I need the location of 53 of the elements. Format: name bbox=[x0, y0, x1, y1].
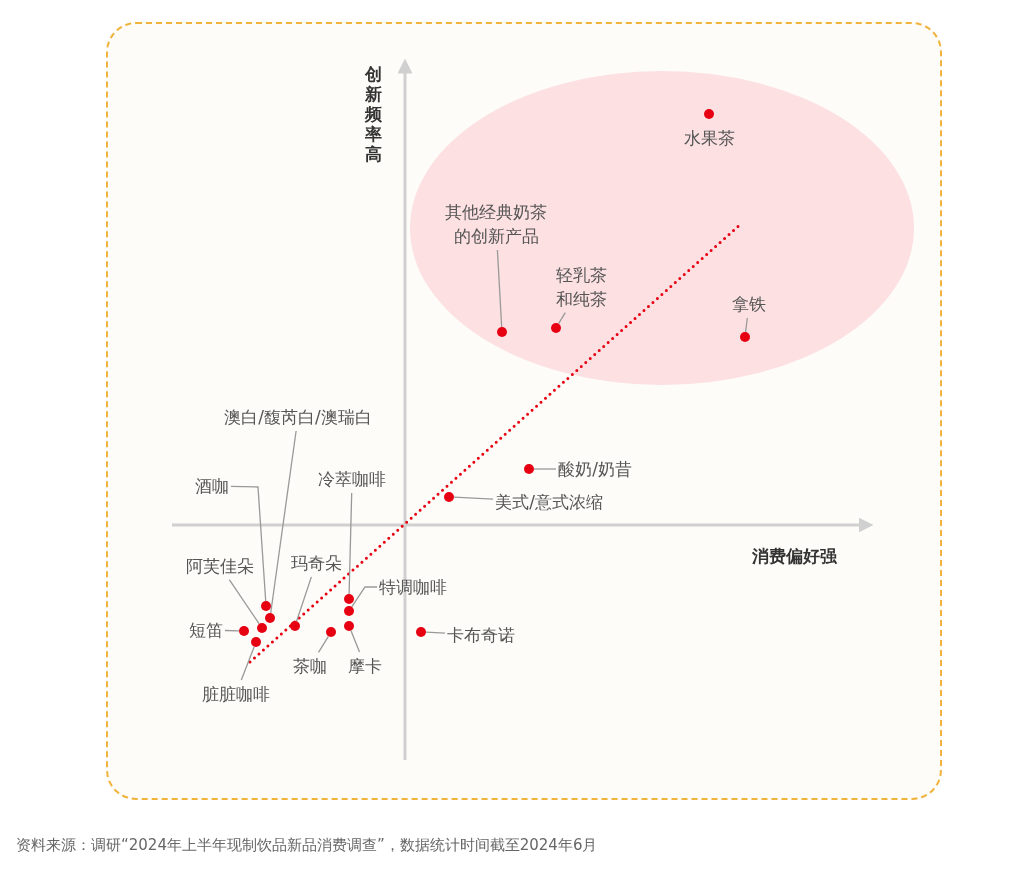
point-label: 玛奇朵 bbox=[290, 551, 342, 575]
leader-line bbox=[270, 430, 297, 614]
leader-line bbox=[533, 468, 557, 470]
point-label: 酸奶/奶昔 bbox=[558, 457, 632, 481]
data-point bbox=[261, 601, 271, 611]
data-point bbox=[290, 621, 300, 631]
point-label: 轻乳茶和纯茶 bbox=[553, 263, 609, 311]
point-label: 水果茶 bbox=[683, 126, 735, 150]
leader-line bbox=[230, 485, 267, 602]
data-point bbox=[265, 613, 275, 623]
data-point bbox=[740, 332, 750, 342]
axis-label: 消费偏好强 bbox=[752, 545, 837, 568]
leader-line bbox=[295, 576, 313, 622]
point-label: 美式/意式浓缩 bbox=[495, 490, 603, 514]
point-label: 特调咖啡 bbox=[379, 575, 447, 599]
leader-line bbox=[744, 317, 748, 333]
data-point bbox=[416, 627, 426, 637]
axis-label: 创新频率高 bbox=[364, 64, 382, 164]
leader-line bbox=[317, 635, 330, 653]
leader-line bbox=[453, 496, 494, 500]
leader-line bbox=[496, 249, 503, 328]
point-label: 澳白/馥芮白/澳瑞白 bbox=[224, 405, 372, 429]
data-point bbox=[704, 109, 714, 119]
point-label: 短笛 bbox=[189, 618, 223, 642]
data-point bbox=[551, 323, 561, 333]
data-point bbox=[344, 621, 354, 631]
point-label: 摩卡 bbox=[348, 654, 382, 678]
leader-line bbox=[224, 629, 240, 632]
leader-line bbox=[348, 492, 353, 595]
leader-line bbox=[350, 629, 361, 653]
point-label: 冷萃咖啡 bbox=[318, 467, 386, 491]
data-point bbox=[344, 606, 354, 616]
leader-line bbox=[425, 631, 446, 634]
data-point bbox=[251, 637, 261, 647]
point-label: 其他经典奶茶的创新产品 bbox=[443, 200, 549, 248]
leader-line bbox=[557, 312, 566, 325]
point-label: 酒咖 bbox=[195, 474, 229, 498]
leader-line bbox=[240, 646, 255, 681]
data-point bbox=[444, 492, 454, 502]
point-label: 茶咖 bbox=[293, 654, 327, 678]
data-point bbox=[239, 626, 249, 636]
data-point bbox=[257, 623, 267, 633]
leader-line bbox=[228, 579, 260, 625]
point-label: 脏脏咖啡 bbox=[202, 682, 270, 706]
leader-line bbox=[351, 586, 378, 608]
point-label: 阿芙佳朵 bbox=[186, 554, 254, 578]
data-point bbox=[326, 627, 336, 637]
data-point bbox=[497, 327, 507, 337]
point-label: 卡布奇诺 bbox=[447, 623, 515, 647]
data-point bbox=[524, 464, 534, 474]
source-note: 资料来源：调研“2024年上半年现制饮品新品消费调查”，数据统计时间截至2024年6月 bbox=[16, 836, 598, 855]
data-point bbox=[344, 594, 354, 604]
point-label: 拿铁 bbox=[732, 292, 766, 316]
